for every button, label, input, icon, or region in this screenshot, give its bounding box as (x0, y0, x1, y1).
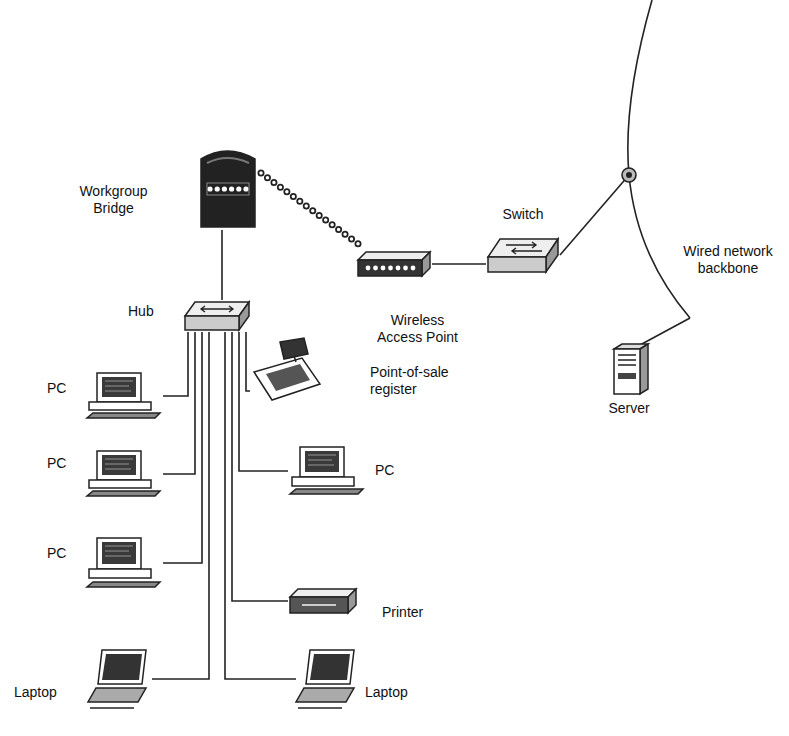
connector-line (152, 332, 209, 679)
pc-device: PC (85, 537, 163, 589)
connector-line (261, 173, 364, 248)
device-label: PC (375, 462, 405, 479)
pc-icon (85, 450, 163, 498)
pc-icon (288, 446, 366, 496)
connector-line (261, 173, 364, 248)
pc-icon (85, 537, 163, 589)
connector-line (432, 263, 486, 265)
connector-line (163, 332, 195, 474)
device-label: PC (47, 380, 77, 397)
cable-link (163, 332, 188, 396)
device-label: Laptop (365, 684, 427, 701)
server-icon (606, 343, 650, 395)
switch-device: Switch (486, 235, 560, 275)
network-label: Wired network backbone (672, 243, 784, 276)
connector-line (221, 230, 223, 300)
device-label: Printer (382, 604, 442, 621)
hub-icon (183, 300, 251, 332)
printer-device: Printer (288, 585, 358, 617)
switch-wire (560, 175, 629, 255)
laptop-icon (88, 648, 152, 710)
workgroup-bridge: Workgroup Bridge (197, 147, 259, 230)
switch-icon (486, 235, 560, 275)
hub-device: Hub (183, 300, 251, 332)
device-label: PC (47, 455, 77, 472)
cable-link (246, 332, 250, 391)
access-point: Wireless Access Point (356, 250, 432, 278)
cable-link (432, 264, 486, 265)
device-label: Workgroup Bridge (66, 183, 161, 216)
connector-group (152, 173, 486, 679)
device-label: Hub (128, 303, 168, 320)
ap-icon (356, 250, 432, 278)
server-device: Server (606, 343, 650, 395)
wireless-link (261, 173, 364, 248)
connector-line (246, 332, 250, 391)
device-label: Point-of-sale register (370, 364, 465, 397)
pc-device: PC (85, 450, 163, 498)
laptop-icon (296, 648, 360, 710)
bridge-icon (197, 147, 259, 230)
connector-line (163, 332, 202, 563)
backbone-tap-core (626, 172, 632, 178)
device-label: Server (598, 400, 660, 417)
cable-link (163, 332, 202, 563)
pc-device: PC (85, 372, 163, 420)
device-label: Wireless Access Point (370, 312, 465, 345)
cable-link (239, 332, 288, 471)
cable-link (152, 332, 209, 679)
pc-icon (85, 372, 163, 420)
connector-line (163, 332, 188, 396)
laptop-device: Laptop (88, 648, 152, 710)
printer-icon (288, 585, 358, 617)
pos-icon (250, 338, 325, 403)
pc-device: PC (288, 446, 366, 496)
cable-link (163, 332, 195, 474)
cable-link (222, 230, 223, 300)
laptop-device: Laptop (296, 648, 360, 710)
pos-register: Point-of-sale register (250, 338, 325, 403)
server-wire (640, 318, 690, 345)
device-label: Laptop (14, 684, 76, 701)
connector-line (239, 332, 288, 471)
device-label: PC (47, 545, 77, 562)
backbone-curve (628, 0, 690, 318)
backbone-tap (622, 168, 636, 182)
device-label: Switch (483, 206, 563, 223)
